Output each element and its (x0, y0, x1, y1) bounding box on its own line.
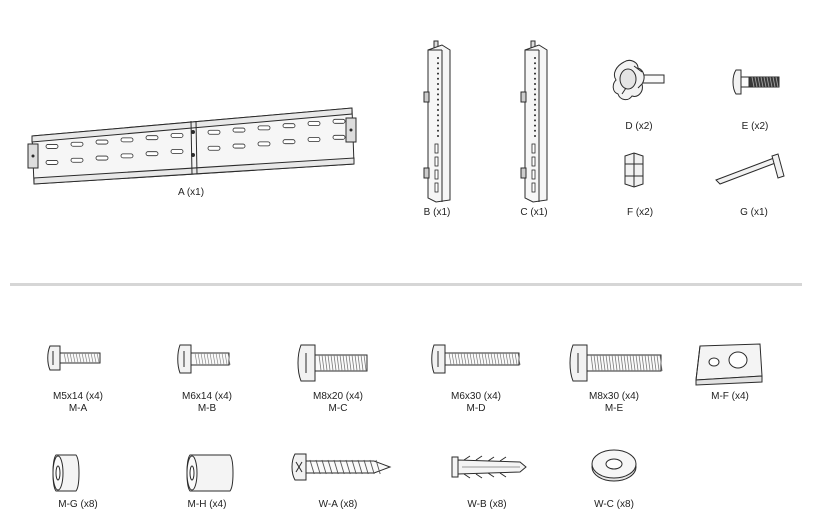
part-code-m-b: M-B (197, 403, 217, 414)
part-label-w-c: W-C (x8) (594, 499, 634, 510)
part-label-b: B (x1) (423, 207, 451, 218)
rail-bracket-a-icon (27, 107, 357, 185)
part-label-w-b: W-B (x8) (467, 499, 507, 510)
allen-key-g-icon (715, 153, 785, 185)
screw-m8x30-icon (569, 344, 663, 382)
part-label-f: F (x2) (626, 207, 654, 218)
part-label-d: D (x2) (625, 121, 653, 132)
part-label-m6x30: M6x30 (x4) (450, 391, 502, 402)
part-label-m8x30: M8x30 (x4) (588, 391, 640, 402)
part-code-m-e: M-E (604, 403, 624, 414)
bolt-e-icon (732, 69, 780, 95)
long-spacer-m-h-icon (186, 454, 234, 492)
wood-screw-w-a-icon (291, 453, 392, 481)
part-label-g: G (x1) (740, 207, 768, 218)
washer-w-c-icon (591, 449, 637, 482)
part-label-a: A (x1) (177, 187, 205, 198)
part-label-e: E (x2) (741, 121, 769, 132)
short-spacer-m-g-icon (52, 454, 80, 492)
spacer-plate-m-f-icon (695, 343, 763, 386)
part-label-m-h: M-H (x4) (187, 499, 227, 510)
screw-m8x20-icon (297, 344, 368, 382)
hex-nut-f-icon (624, 152, 644, 188)
part-code-m-a: M-A (68, 403, 88, 414)
part-code-m-c: M-C (328, 403, 348, 414)
part-label-m-g: M-G (x8) (58, 499, 98, 510)
part-label-w-a: W-A (x8) (318, 499, 358, 510)
screw-m6x30-icon (431, 344, 521, 374)
part-label-m-f: M-F (x4) (711, 391, 749, 402)
screw-m5x14-icon (47, 345, 101, 371)
part-label-m8x20: M8x20 (x4) (312, 391, 364, 402)
vertical-bracket-c-icon (520, 40, 548, 203)
wall-anchor-w-b-icon (451, 455, 527, 479)
part-code-m-d: M-D (466, 403, 486, 414)
part-label-c: C (x1) (520, 207, 548, 218)
screw-m6x14-icon (177, 344, 231, 374)
section-divider (10, 283, 802, 286)
knob-screw-d-icon (612, 59, 665, 101)
vertical-bracket-b-icon (423, 40, 451, 203)
part-label-m6x14: M6x14 (x4) (181, 391, 233, 402)
part-label-m5x14: M5x14 (x4) (52, 391, 104, 402)
